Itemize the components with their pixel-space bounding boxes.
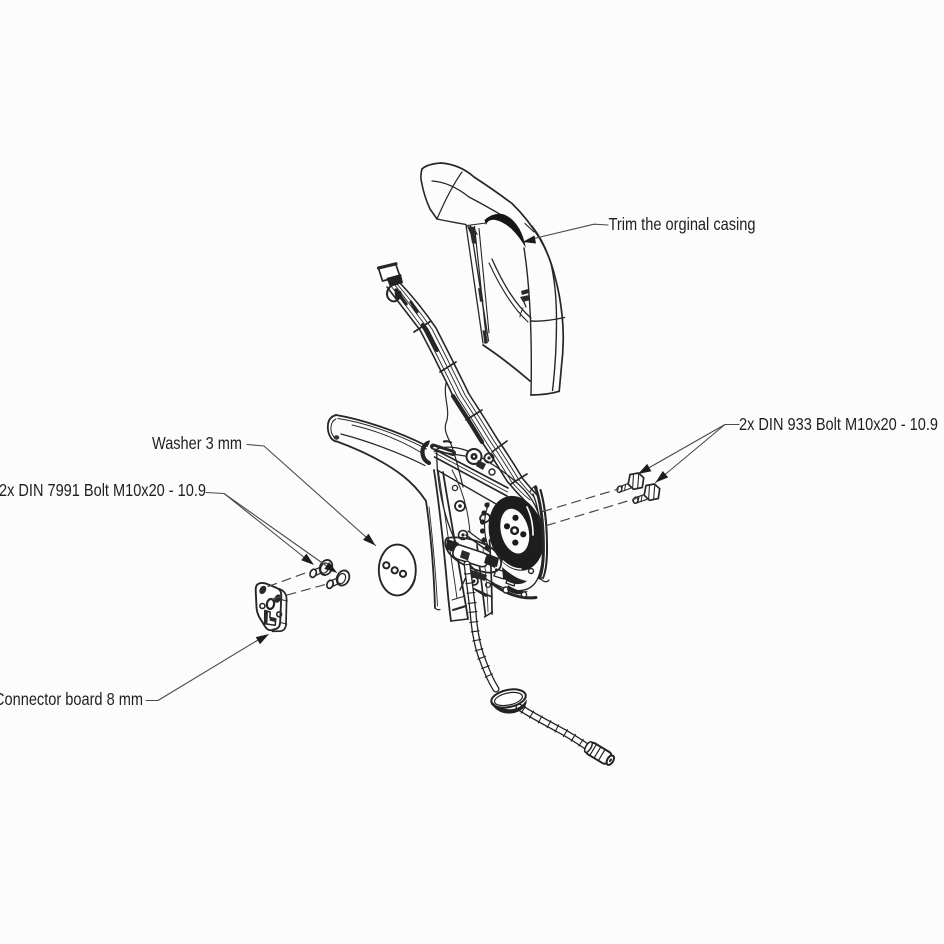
svg-text:Trim the orginal casing: Trim the orginal casing [609, 214, 756, 234]
svg-text:2x DIN 933 Bolt M10x20 - 10.9: 2x DIN 933 Bolt M10x20 - 10.9 [739, 414, 938, 434]
svg-text:Connector board 8 mm: Connector board 8 mm [0, 689, 143, 709]
svg-text:Washer 3 mm: Washer 3 mm [152, 433, 242, 453]
svg-text:2x DIN 7991 Bolt M10x20 - 10.9: 2x DIN 7991 Bolt M10x20 - 10.9 [0, 480, 206, 500]
